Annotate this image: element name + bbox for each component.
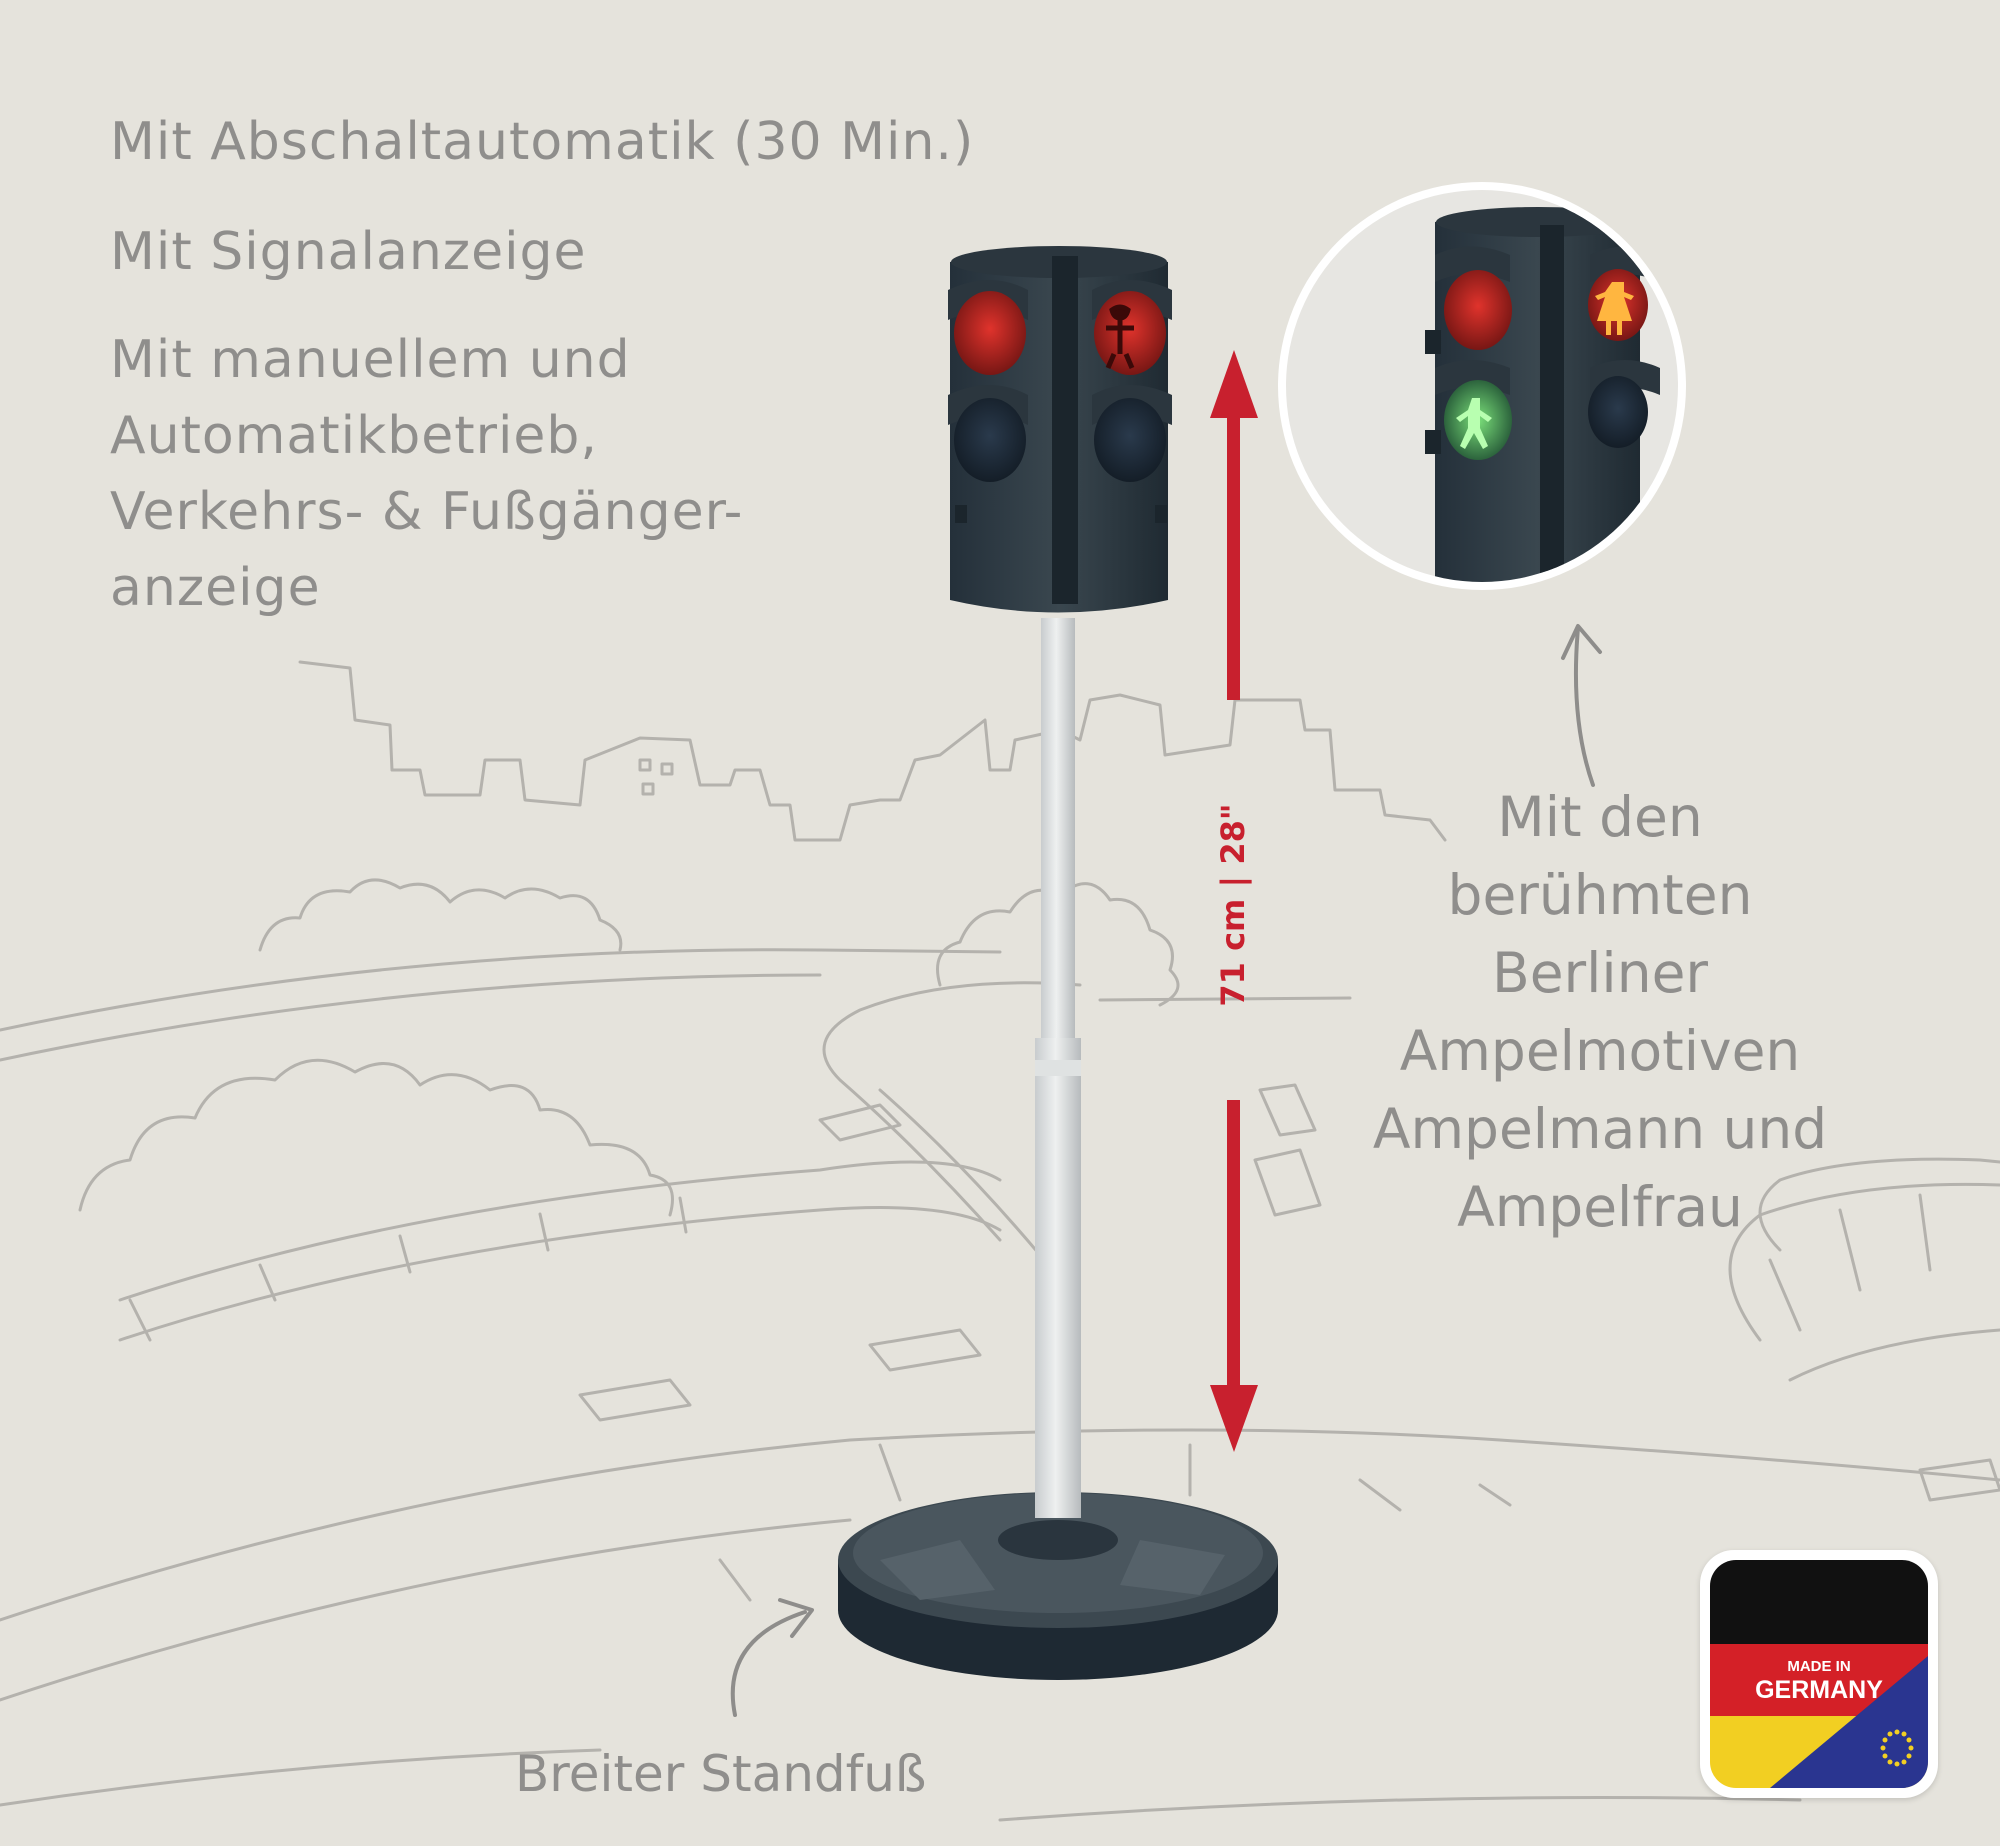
badge-germany: GERMANY: [1755, 1676, 1883, 1704]
dimension-arrow: [1210, 350, 1258, 1452]
germany-eu-flag-icon: [1710, 1560, 1928, 1788]
berlin-motif-callout: Mit den berühmten Berliner Ampelmotiven …: [1372, 785, 1828, 1239]
badge-made-in: MADE IN: [1787, 1658, 1851, 1675]
city-sketch: [0, 660, 2000, 1822]
pole: [1035, 618, 1081, 1518]
badge-text: MADE IN GERMANY: [1700, 1658, 1938, 1704]
traffic-light-head: [948, 246, 1172, 613]
zoom-detail: [1278, 182, 1686, 590]
height-label-text: 71 cm | 28": [1214, 803, 1252, 1007]
feature-auto-shutoff: Mit Abschaltautomatik (30 Min.): [110, 112, 975, 172]
made-in-germany-badge: MADE IN GERMANY: [1700, 1550, 1938, 1798]
feature-modes: Mit manuellem und Automatikbetrieb, Verk…: [110, 330, 744, 618]
sketch-arrows: [730, 624, 1602, 1717]
feature-signal-display: Mit Signalanzeige: [110, 222, 587, 282]
stand-base: [838, 1492, 1278, 1680]
base-callout: Breiter Standfuß: [515, 1745, 927, 1803]
